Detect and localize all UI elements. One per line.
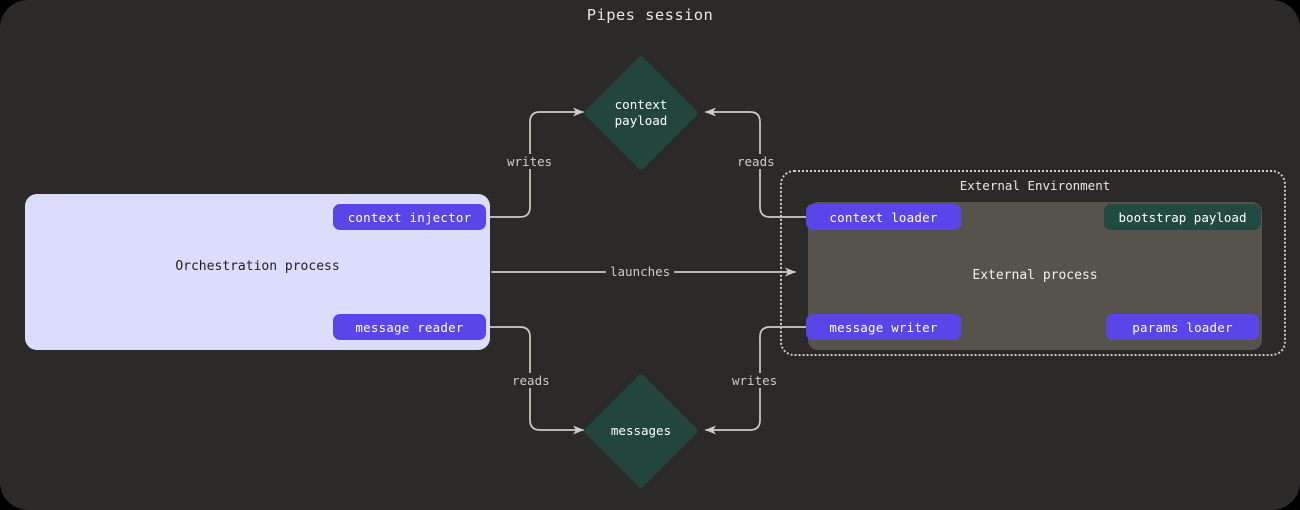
edge-label-writes-messages: writes bbox=[728, 373, 782, 388]
orchestration-process-label: Orchestration process bbox=[175, 259, 340, 274]
pill-params-loader[interactable]: params loader bbox=[1106, 314, 1259, 340]
page-title: Pipes session bbox=[586, 6, 714, 24]
store-messages-line1: messages bbox=[610, 423, 672, 439]
store-context-payload-line1: context bbox=[614, 97, 668, 113]
external-process-label: External process bbox=[972, 268, 1098, 283]
edge-label-launches: launches bbox=[606, 264, 675, 279]
edge-label-reads-messages: reads bbox=[508, 373, 554, 388]
store-context-payload-label: context payload bbox=[570, 72, 712, 154]
bootstrap-payload-label: bootstrap payload bbox=[1118, 209, 1247, 225]
bootstrap-payload-box[interactable]: bootstrap payload bbox=[1104, 204, 1261, 230]
store-messages-label: messages bbox=[570, 390, 712, 472]
pill-params-loader-label: params loader bbox=[1132, 319, 1233, 335]
edge-label-reads-context: reads bbox=[733, 154, 779, 169]
store-context-payload-line2: payload bbox=[614, 113, 668, 128]
pill-context-injector-label: context injector bbox=[347, 209, 472, 225]
pill-message-reader-label: message reader bbox=[355, 319, 464, 335]
pill-context-injector[interactable]: context injector bbox=[333, 204, 486, 230]
pill-message-writer-label: message writer bbox=[829, 319, 938, 335]
external-environment-label: External Environment bbox=[959, 178, 1111, 193]
pill-context-loader-label: context loader bbox=[829, 209, 938, 225]
edge-label-writes-context: writes bbox=[503, 154, 557, 169]
store-messages[interactable]: messages bbox=[583, 373, 699, 489]
pill-message-writer[interactable]: message writer bbox=[806, 314, 961, 340]
pill-message-reader[interactable]: message reader bbox=[333, 314, 486, 340]
pill-context-loader[interactable]: context loader bbox=[806, 204, 961, 230]
store-context-payload[interactable]: context payload bbox=[583, 55, 699, 171]
